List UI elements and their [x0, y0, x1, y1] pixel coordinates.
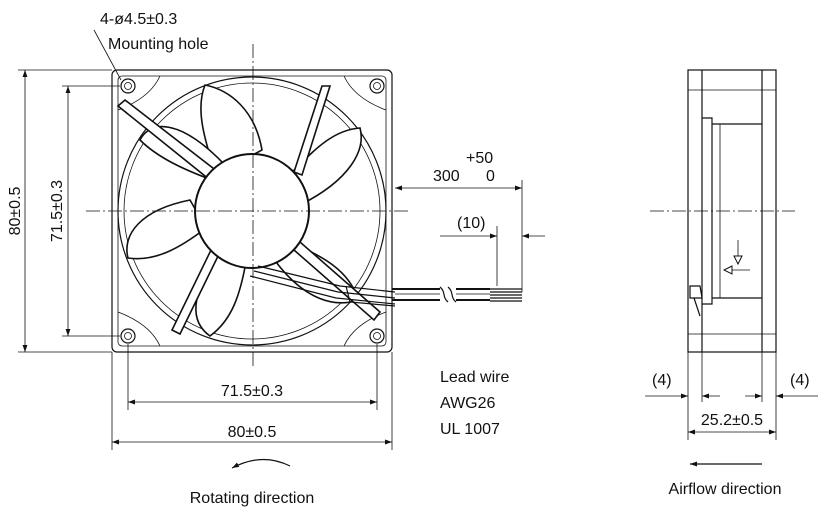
svg-text:(10): (10): [457, 215, 485, 232]
svg-text:+50: +50: [466, 150, 493, 167]
svg-text:Lead wire: Lead wire: [440, 369, 509, 386]
mounting-hole-label: Mounting hole: [108, 36, 209, 53]
svg-text:(4): (4): [652, 372, 672, 389]
svg-text:71.5±0.3: 71.5±0.3: [49, 180, 66, 242]
hole-spec-label: 4-ø4.5±0.3: [100, 11, 177, 28]
dim-outer-horizontal: 80±0.5: [111, 352, 393, 450]
dim-pitch-horizontal: 71.5±0.3: [127, 344, 378, 410]
svg-text:25.2±0.5: 25.2±0.5: [701, 412, 763, 429]
dim-lead-length: +50 300 0: [395, 150, 523, 292]
mounting-hole-bottom-right: [369, 328, 385, 344]
svg-text:UL 1007: UL 1007: [440, 421, 500, 438]
lead-wire-harness: [249, 265, 522, 307]
svg-text:(4): (4): [790, 372, 810, 389]
airflow-label: Airflow direction: [669, 481, 782, 498]
svg-text:300: 300: [433, 168, 460, 185]
side-frame-outline: [687, 69, 777, 353]
direction-arrows-marking: [722, 240, 750, 275]
svg-text:AWG26: AWG26: [440, 395, 496, 412]
side-view: (4) (4) 25.2±0.5 Airflow direction: [645, 69, 818, 498]
dim-strip-length: (10): [440, 215, 545, 286]
dim-side-right: (4): [745, 372, 818, 399]
svg-text:71.5±0.3: 71.5±0.3: [221, 383, 283, 400]
svg-text:0: 0: [486, 168, 495, 185]
front-view: 4-ø4.5±0.3 Mounting hole 80±0.5 71.5±0.3…: [7, 11, 545, 507]
dim-pitch-vertical: 71.5±0.3: [49, 85, 120, 337]
dim-side-left: (4): [645, 372, 720, 399]
svg-text:80±0.5: 80±0.5: [228, 424, 277, 441]
mounting-hole-top-left: [120, 78, 136, 94]
dim-side-thickness: 25.2±0.5: [688, 412, 776, 435]
mounting-hole-top-right: [369, 78, 385, 94]
lead-wire-spec: Lead wire AWG26 UL 1007: [440, 369, 509, 438]
rotation-label: Rotating direction: [190, 490, 315, 507]
mounting-hole-bottom-left: [120, 328, 136, 344]
rotation-arrow: [231, 458, 291, 469]
dim-outer-vertical: 80±0.5: [7, 69, 112, 353]
svg-text:80±0.5: 80±0.5: [7, 186, 24, 235]
